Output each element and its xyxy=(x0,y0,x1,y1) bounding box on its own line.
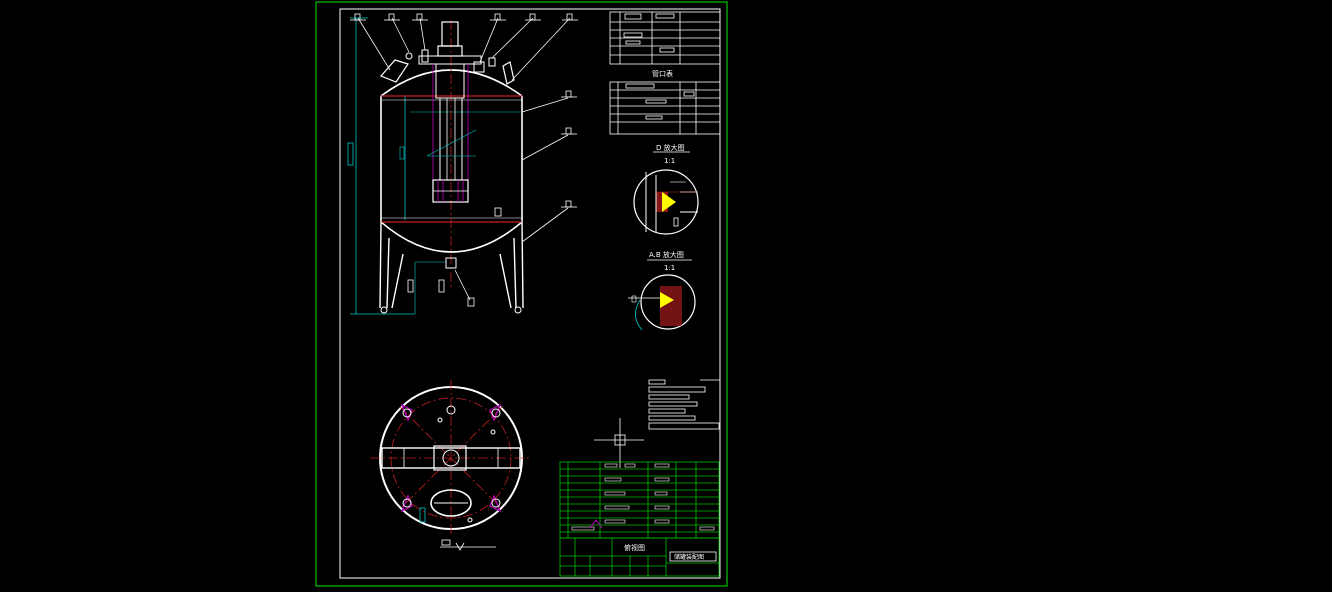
nozzle-table xyxy=(609,81,721,135)
revision-mark-icon xyxy=(589,519,603,529)
parts-table-top xyxy=(609,11,721,65)
detail-ab-title: A.B 放大图 xyxy=(649,250,684,259)
sheet-outer-border xyxy=(315,1,728,587)
cursor-crosshair-icon xyxy=(594,418,644,468)
detail-ab-view xyxy=(628,274,696,331)
bill-of-materials-table xyxy=(559,461,720,539)
tank-elevation-view xyxy=(347,13,578,315)
sheet-inner-border xyxy=(339,8,721,579)
nozzle-table-title: 管口表 xyxy=(652,69,673,78)
title-block-drawing-name: 储罐装配图 xyxy=(674,553,704,561)
technical-notes-block xyxy=(648,379,720,430)
plan-view-label: 俯视图 xyxy=(624,543,645,552)
drawing-name-box xyxy=(669,551,717,562)
tank-plan-view xyxy=(370,380,532,551)
bom-cell-entries xyxy=(571,463,715,531)
detail-d-title: D 放大图 xyxy=(656,143,685,152)
title-block xyxy=(559,537,720,577)
detail-d-scale: 1:1 xyxy=(664,157,675,165)
detail-ab-scale: 1:1 xyxy=(664,264,675,272)
detail-d-view xyxy=(633,169,699,235)
